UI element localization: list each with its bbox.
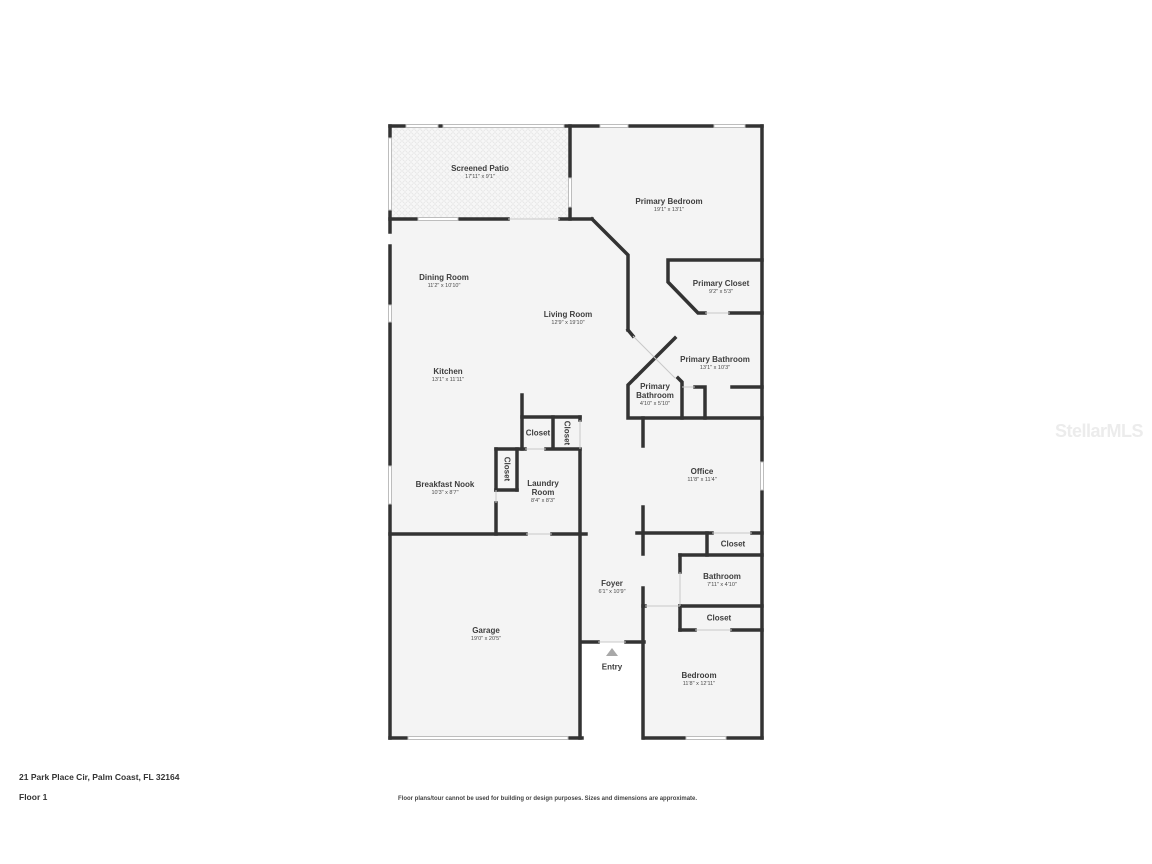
room-breakfast-nook: Breakfast Nook 10'3" x 8'7" xyxy=(416,480,475,497)
room-name: Foyer xyxy=(601,578,623,588)
room-bedroom: Bedroom 11'8" x 12'11" xyxy=(681,671,716,688)
entry-label-text: Entry xyxy=(601,662,623,672)
room-dimensions: 11'2" x 10'10" xyxy=(427,282,461,289)
room-dimensions: 17'11" x 9'1" xyxy=(465,173,495,180)
floor-fills xyxy=(390,126,762,740)
room-name: Closet xyxy=(502,456,512,482)
walls xyxy=(388,124,764,740)
room-name: Screened Patio xyxy=(451,163,509,173)
door-openings xyxy=(495,218,752,643)
room-closet-office: Closet xyxy=(721,539,745,548)
room-name: Closet xyxy=(562,420,572,446)
room-living-room: Living Room 12'9" x 19'10" xyxy=(544,310,592,327)
room-name: Dining Room xyxy=(419,272,469,282)
entry-arrow-icon xyxy=(606,648,618,656)
room-name: Kitchen xyxy=(433,366,463,376)
room-primary-bathroom-small: Primary Bathroom 4'10" x 5'10" xyxy=(632,382,678,408)
room-dimensions: 4'10" x 5'10" xyxy=(639,401,671,408)
watermark-logo: StellarMLS xyxy=(1055,421,1144,441)
property-address: 21 Park Place Cir, Palm Coast, FL 32164 xyxy=(19,772,180,782)
room-dimensions: 10'3" x 8'7" xyxy=(431,489,459,496)
room-office: Office 11'8" x 11'4" xyxy=(687,467,716,484)
room-dimensions: 12'9" x 19'10" xyxy=(551,319,585,326)
room-dimensions: 13'1" x 11'11" xyxy=(431,376,465,383)
room-name: Office xyxy=(690,466,714,476)
room-name: Bedroom xyxy=(681,670,717,680)
room-name: Primary Bathroom xyxy=(636,382,674,401)
room-foyer: Foyer 6'1" x 10'9" xyxy=(598,579,625,596)
room-dimensions: 7'11" x 4'10" xyxy=(707,581,737,588)
room-dimensions: 11'8" x 12'11" xyxy=(682,680,716,687)
room-kitchen: Kitchen 13'1" x 11'11" xyxy=(432,367,464,384)
room-name: Closet xyxy=(720,539,746,549)
room-bathroom: Bathroom 7'11" x 4'10" xyxy=(703,572,741,589)
windows xyxy=(388,124,764,740)
room-dimensions: 13'1" x 10'3" xyxy=(699,364,731,371)
room-closet-bathroom: Closet xyxy=(707,613,731,622)
room-name: Laundry Room xyxy=(527,479,559,498)
room-screened-patio: Screened Patio 17'11" x 9'1" xyxy=(451,164,509,181)
room-dimensions: 8'4" x 8'3" xyxy=(530,498,556,505)
room-dimensions: 6'1" x 10'9" xyxy=(598,588,626,595)
room-name: Living Room xyxy=(543,309,593,319)
room-dimensions: 9'2" x 5'3" xyxy=(708,288,734,295)
room-name: Primary Bedroom xyxy=(635,196,703,206)
room-dimensions: 11'8" x 11'4" xyxy=(687,476,717,483)
room-dining-room: Dining Room 11'2" x 10'10" xyxy=(419,273,469,290)
room-primary-closet: Primary Closet 9'2" x 5'3" xyxy=(693,279,749,296)
room-dimensions: 19'1" x 13'1" xyxy=(653,206,685,213)
room-closet-nook: Closet xyxy=(502,456,512,482)
room-laundry-room: Laundry Room 8'4" x 8'3" xyxy=(523,479,563,505)
room-name: Primary Closet xyxy=(692,278,750,288)
room-garage: Garage 19'0" x 20'5" xyxy=(471,626,501,643)
room-dimensions: 19'0" x 20'5" xyxy=(470,635,502,642)
room-closet-laundry-left: Closet xyxy=(526,428,550,437)
room-name: Bathroom xyxy=(703,571,741,581)
room-name: Breakfast Nook xyxy=(415,479,475,489)
room-name: Closet xyxy=(706,613,732,623)
room-primary-bathroom: Primary Bathroom 13'1" x 10'3" xyxy=(680,355,750,372)
floor-label: Floor 1 xyxy=(19,792,48,802)
disclaimer-text: Floor plans/tour cannot be used for buil… xyxy=(398,796,698,802)
room-name: Garage xyxy=(472,625,500,635)
room-name: Primary Bathroom xyxy=(680,354,750,364)
room-closet-laundry-right: Closet xyxy=(562,420,572,446)
room-name: Closet xyxy=(525,428,551,438)
entry-label: Entry xyxy=(602,662,622,671)
room-primary-bedroom: Primary Bedroom 19'1" x 13'1" xyxy=(635,197,702,214)
